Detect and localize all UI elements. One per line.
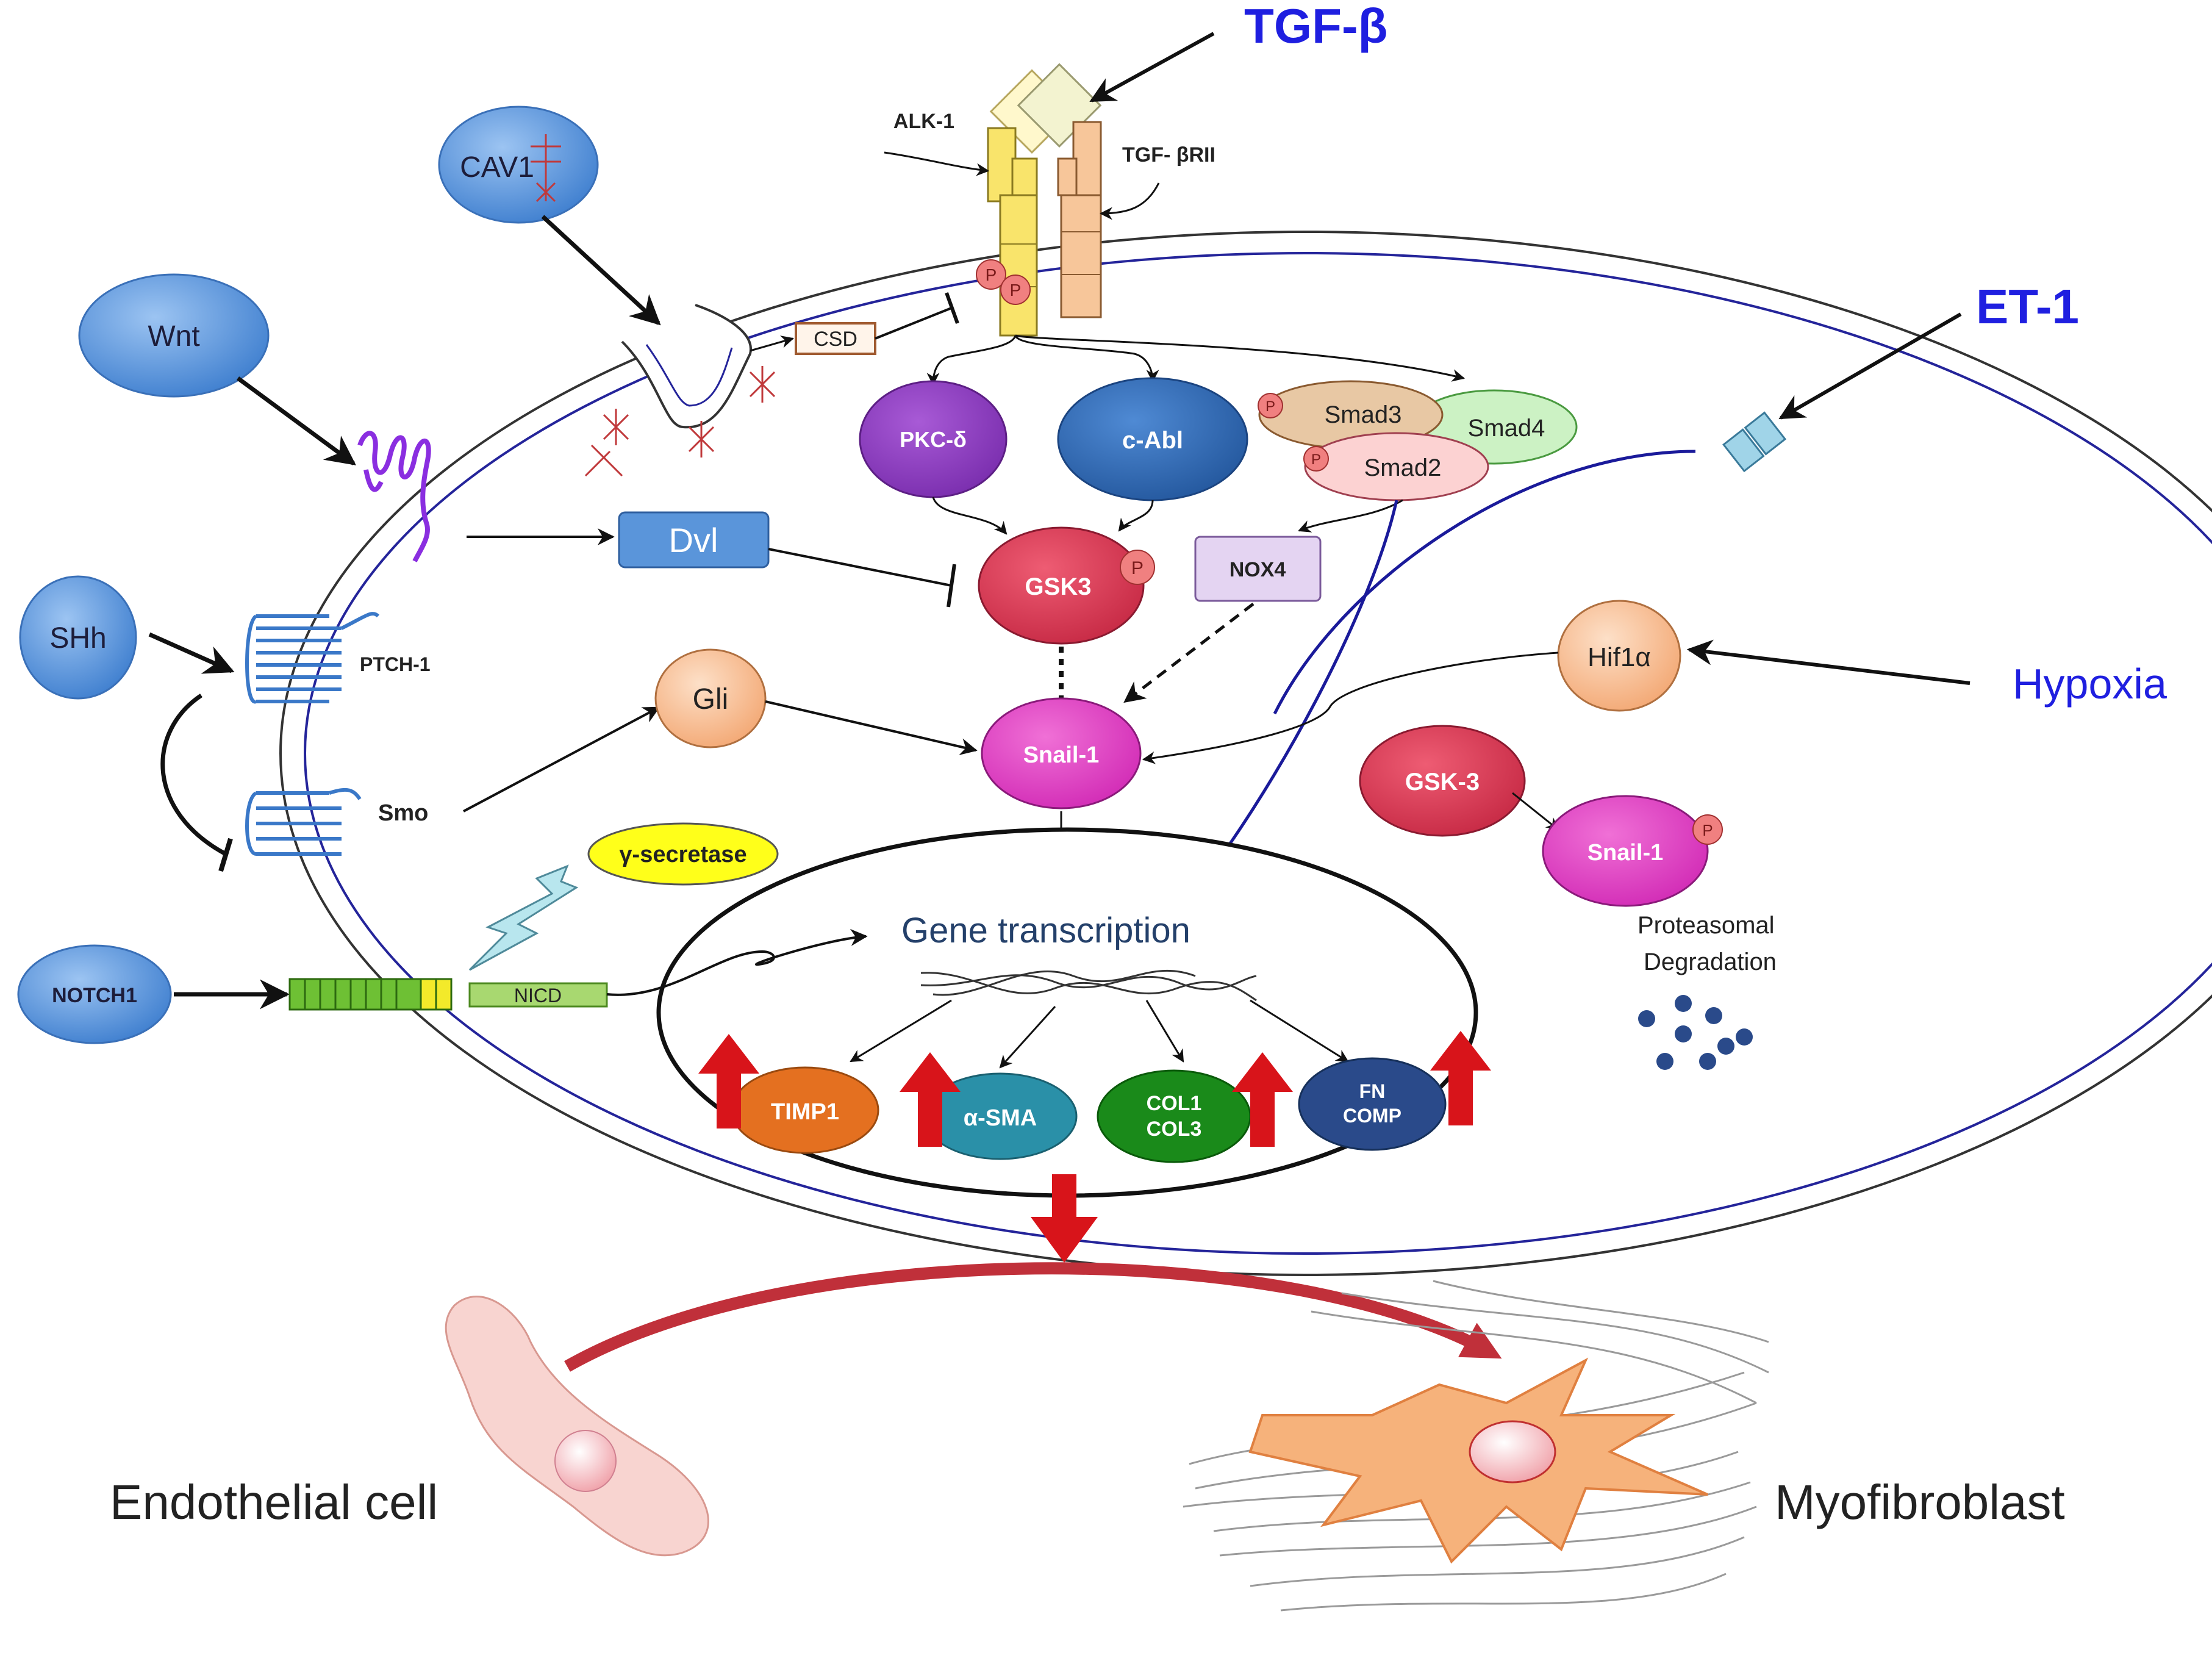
phospho-label-smad2: P — [1311, 451, 1321, 468]
dvl-box — [618, 511, 770, 569]
caveola — [584, 304, 776, 477]
col3-label: COL3 — [1147, 1118, 1202, 1141]
gsk3-node — [978, 526, 1145, 645]
timp1-label: TIMP1 — [771, 1099, 839, 1125]
smad4-label: Smad4 — [1468, 415, 1545, 442]
notch1-node: NOTCH1 — [17, 944, 172, 1044]
gene-transcription-title: Gene transcription — [901, 911, 1190, 950]
phospho-label-snail1-b: P — [1702, 821, 1713, 839]
et1-label: ET-1 — [1976, 279, 2079, 334]
fn-label: FN — [1359, 1080, 1386, 1102]
cell-membrane — [279, 231, 2212, 1276]
smo-receptor — [245, 788, 362, 856]
gamma-secretase-node — [587, 822, 779, 886]
alk1-label: ALK-1 — [893, 110, 954, 133]
gsk3-label: GSK3 — [1025, 573, 1092, 600]
proteasomal-label-2: Degradation — [1644, 949, 1777, 975]
shh-node: SHh — [19, 575, 137, 700]
phospho-label-smad3: P — [1265, 398, 1275, 415]
dvl-label: Dvl — [669, 521, 718, 559]
col-node — [1097, 1069, 1251, 1163]
csd-box — [795, 322, 876, 355]
myofibroblast-illustration — [1183, 1280, 1769, 1612]
phospho-badge-receptor-2 — [1000, 274, 1031, 305]
tgf-beta-rii-label: TGF- βRII — [1122, 143, 1215, 167]
ptch1-receptor — [245, 612, 380, 704]
notch1-label: NOTCH1 — [52, 984, 137, 1007]
snail1-label: Snail-1 — [1023, 742, 1100, 768]
nox4-label: NOX4 — [1229, 558, 1286, 581]
endothelial-cell-label: Endothelial cell — [110, 1475, 438, 1529]
myofibroblast-label: Myofibroblast — [1775, 1475, 2065, 1529]
wnt-label: Wnt — [148, 320, 199, 353]
up-arrow-icon-asma — [900, 1052, 961, 1147]
gli-label: Gli — [693, 683, 729, 716]
nicd-label: NICD — [514, 985, 562, 1006]
hif1a-label: Hif1α — [1587, 642, 1651, 672]
up-arrow-icon-timp1 — [698, 1034, 759, 1128]
phospho-badge-receptor-1 — [976, 259, 1006, 290]
gamma-secretase-label: γ-secretase — [619, 842, 746, 867]
transition-arrow — [564, 1262, 1502, 1372]
phospho-label-receptor-1: P — [986, 265, 997, 284]
tgf-beta-rii-receptor — [1057, 121, 1102, 318]
proteasomal-label-1: Proteasomal — [1638, 912, 1775, 939]
up-arrow-icon-col — [1232, 1052, 1293, 1147]
endothelial-cell-illustration — [445, 1296, 709, 1557]
phospho-label-gsk3: P — [1131, 558, 1144, 578]
gsk3-b-label: GSK-3 — [1405, 769, 1480, 795]
hif1a-node — [1557, 600, 1681, 712]
csd-label: CSD — [814, 328, 857, 351]
frizzled-receptor — [357, 431, 431, 562]
smad2-label: Smad2 — [1364, 454, 1442, 481]
pkc-delta-label: PKC-δ — [900, 427, 967, 452]
snail1-b-node — [1542, 795, 1709, 907]
cav1-node: CAV1 — [438, 106, 599, 224]
proteasome-dots-icon — [1638, 995, 1753, 1070]
phospho-badge-snail1-b — [1692, 814, 1723, 845]
gli-node — [654, 648, 767, 748]
phospho-badge-smad3 — [1258, 393, 1283, 418]
cav1-label: CAV1 — [460, 151, 534, 184]
snail1-b-label: Snail-1 — [1587, 840, 1664, 866]
fn-comp-node — [1298, 1057, 1447, 1151]
asma-label: α-SMA — [964, 1105, 1037, 1131]
down-arrow-icon — [1031, 1174, 1098, 1263]
et1-receptor-channel — [1722, 411, 1787, 473]
hypoxia-label: Hypoxia — [2013, 660, 2167, 708]
snail1-node — [981, 697, 1142, 809]
wnt-node: Wnt — [78, 273, 270, 398]
smad3-label: Smad3 — [1325, 401, 1402, 428]
nox4-box — [1194, 536, 1322, 602]
notch-receptor-bar — [288, 978, 453, 1011]
dna-helix-icon — [920, 969, 1257, 1002]
upregulation-arrows — [698, 1031, 1491, 1147]
phospho-label-receptor-2: P — [1010, 281, 1022, 300]
phospho-badge-smad2 — [1303, 446, 1329, 472]
smo-label: Smo — [378, 800, 428, 826]
col1-label: COL1 — [1147, 1092, 1202, 1115]
tgf-beta-label: TGF-β — [1244, 0, 1387, 53]
phospho-badge-gsk3 — [1120, 550, 1155, 585]
ptch1-label: PTCH-1 — [360, 653, 431, 675]
comp-label: COMP — [1343, 1105, 1401, 1127]
shh-label: SHh — [49, 622, 106, 655]
up-arrow-icon-fn-comp — [1430, 1031, 1491, 1125]
gamma-secretase-lightning-icon — [468, 864, 579, 971]
gsk3-b-node — [1359, 725, 1526, 837]
c-abl-label: c-Abl — [1122, 427, 1183, 454]
